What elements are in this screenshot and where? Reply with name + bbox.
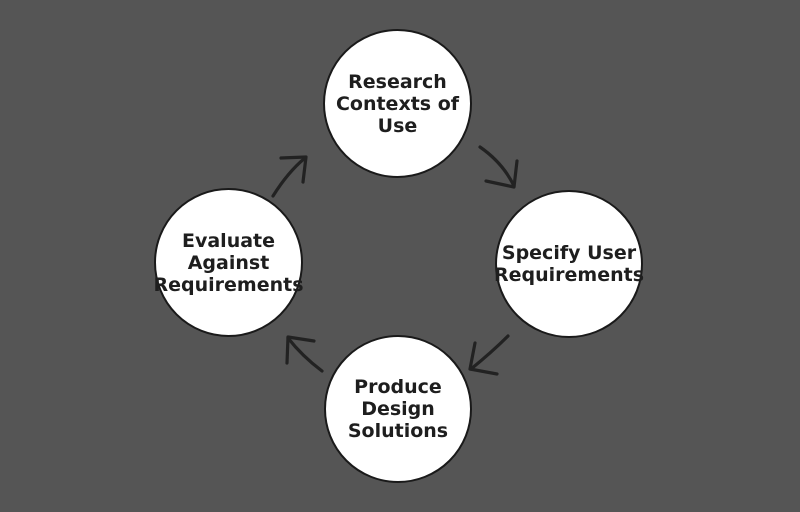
arrow-specify-to-produce: [468, 334, 510, 376]
arrowhead-icon: [285, 335, 316, 365]
arrow-evaluate-to-research: [271, 155, 308, 198]
node-label-line: Requirements: [153, 273, 304, 296]
node-label-line: Evaluate: [182, 229, 276, 252]
node-evaluate-against-requirements: Evaluate Against Requirements: [153, 188, 304, 337]
node-research-contexts-of-use: Research Contexts of Use: [323, 29, 472, 178]
arrow-research-to-specify: [478, 145, 519, 189]
arrow-produce-to-evaluate: [285, 335, 324, 373]
arrowhead-icon: [484, 159, 519, 189]
node-label-line: Use: [377, 114, 418, 137]
arrowhead-icon: [468, 341, 499, 376]
arrow-shaft: [286, 336, 324, 373]
node-label-line: Requirements: [494, 264, 645, 286]
node-label-line: Contexts of: [335, 92, 460, 115]
node-label-line: Research: [348, 70, 447, 93]
node-label-line: Design: [361, 398, 435, 420]
arrow-shaft: [469, 334, 510, 371]
node-label-line: Specify User: [501, 242, 637, 264]
arrow-shaft: [478, 145, 516, 188]
arrow-shaft: [271, 156, 307, 198]
node-label-line: Solutions: [347, 420, 449, 442]
arrowhead-icon: [279, 155, 308, 184]
node-label-line: Against: [187, 251, 270, 274]
node-produce-design-solutions: Produce Design Solutions: [324, 335, 472, 483]
node-specify-user-requirements: Specify User Requirements: [494, 190, 645, 338]
node-label-line: Produce: [354, 376, 442, 398]
